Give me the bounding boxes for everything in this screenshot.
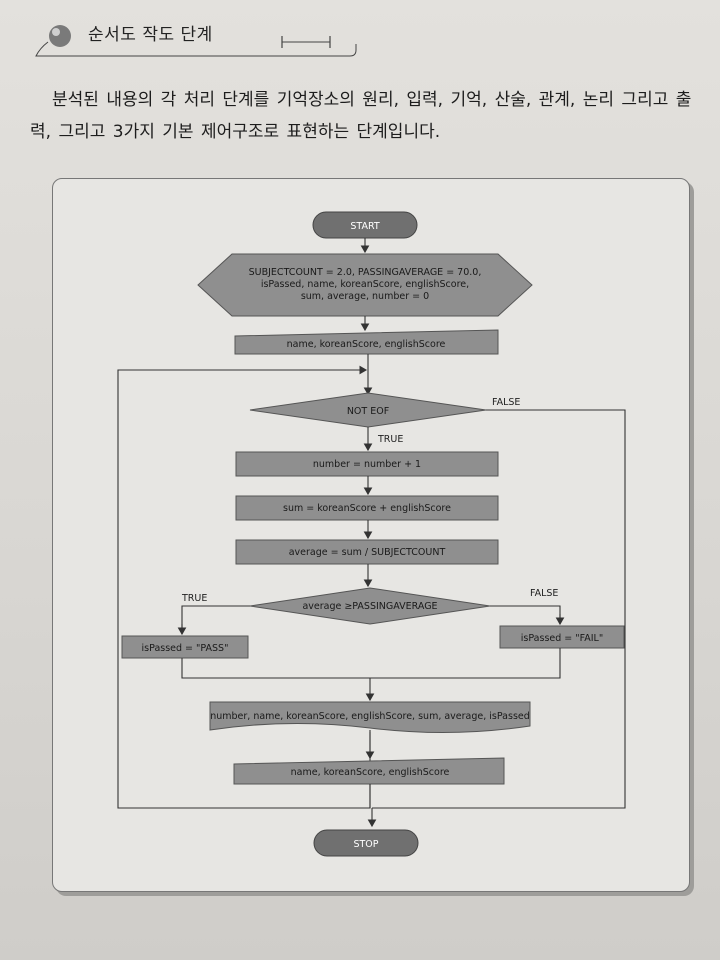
loop-false-label: FALSE: [492, 397, 520, 408]
section-header-decoration: [35, 25, 357, 57]
branch-false-label: FALSE: [530, 588, 558, 599]
input-read-1: [234, 329, 499, 355]
process-pass: [121, 635, 249, 659]
output-document: [209, 701, 531, 734]
initialization-hexagon: [197, 253, 533, 317]
process-number-label: number = number + 1: [313, 459, 421, 470]
start-label: START: [350, 221, 380, 232]
branch-true-label: TRUE: [181, 593, 207, 604]
intro-paragraph: 분석된 내용의 각 처리 단계를 기억장소의 원리, 입력, 기억, 산술, 관…: [30, 90, 692, 142]
process-sum-label: sum = koreanScore + englishScore: [283, 503, 451, 514]
pass-label: isPassed = "PASS": [142, 643, 229, 654]
loop-exit-line: [372, 409, 626, 809]
average-decision-label: average ≥PASSINGAVERAGE: [302, 601, 437, 612]
fail-label: isPassed = "FAIL": [521, 633, 603, 644]
init-line-2: isPassed, name, koreanScore, englishScor…: [261, 279, 469, 290]
true-branch-line: [181, 605, 250, 630]
process-average-label: average = sum / SUBJECTCOUNT: [289, 547, 446, 558]
init-line-3: sum, average, number = 0: [301, 291, 429, 302]
input-read-2: [233, 757, 505, 785]
process-number: [235, 451, 499, 477]
false-branch-line: [490, 605, 561, 618]
input-1-label: name, koreanScore, englishScore: [287, 339, 446, 350]
merge-line: [181, 648, 561, 679]
process-fail: [499, 625, 625, 649]
loop-true-label: TRUE: [377, 434, 403, 445]
loop-condition-label: NOT EOF: [347, 406, 389, 417]
process-average: [235, 539, 499, 565]
output-label: number, name, koreanScore, englishScore,…: [210, 711, 530, 722]
section-title: 순서도 작도 단계: [88, 25, 213, 45]
stop-terminal: [313, 829, 419, 857]
init-line-1: SUBJECTCOUNT = 2.0, PASSINGAVERAGE = 70.…: [249, 267, 482, 278]
input-2-label: name, koreanScore, englishScore: [291, 767, 450, 778]
stop-label: STOP: [353, 839, 378, 850]
loop-back-line: [117, 369, 371, 809]
process-sum: [235, 495, 499, 521]
